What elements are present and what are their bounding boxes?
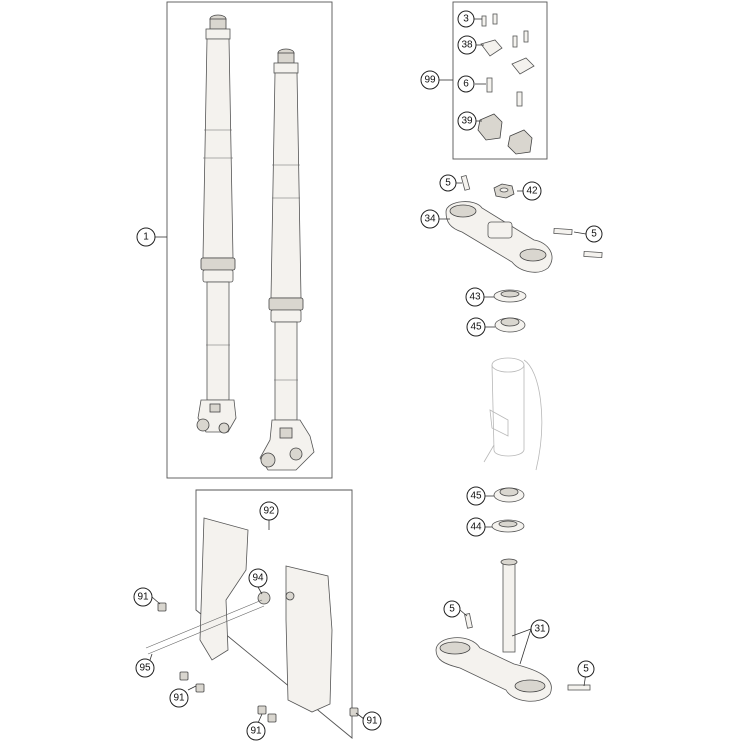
- svg-text:91: 91: [250, 726, 262, 737]
- svg-text:6: 6: [463, 79, 469, 90]
- callout-5-lower-left: 5: [443, 600, 461, 618]
- callout-92: 92: [259, 501, 279, 521]
- clamp-kit-parts: [477, 13, 535, 155]
- callout-95: 95: [135, 658, 155, 678]
- fork-guards: [145, 517, 333, 713]
- fork-guard-group-frame: [195, 489, 353, 739]
- svg-text:39: 39: [461, 116, 473, 127]
- callout-45-lower: 45: [466, 486, 486, 506]
- callout-42: 42: [522, 181, 542, 201]
- svg-text:44: 44: [470, 522, 482, 533]
- upper-triple-clamp: [445, 174, 603, 273]
- svg-text:34: 34: [424, 214, 436, 225]
- clamp-kit-frame: [452, 1, 548, 160]
- svg-text:5: 5: [583, 664, 589, 675]
- callout-91-middle-left: 91: [169, 688, 189, 708]
- callout-5-upper-left: 5: [439, 174, 457, 192]
- callout-38: 38: [457, 35, 477, 55]
- callout-3: 3: [457, 10, 475, 28]
- callout-94: 94: [248, 568, 268, 588]
- svg-text:92: 92: [263, 506, 275, 517]
- callout-44: 44: [466, 517, 486, 537]
- callout-34: 34: [420, 209, 440, 229]
- callout-91-bottom: 91: [246, 721, 266, 741]
- svg-text:5: 5: [445, 178, 451, 189]
- svg-text:42: 42: [526, 186, 538, 197]
- left-fork-leg: [196, 14, 237, 434]
- svg-text:94: 94: [252, 573, 264, 584]
- svg-text:5: 5: [591, 229, 597, 240]
- svg-text:1: 1: [143, 232, 149, 243]
- svg-text:45: 45: [470, 491, 482, 502]
- svg-text:5: 5: [449, 604, 455, 615]
- svg-text:3: 3: [463, 14, 469, 25]
- callout-6: 6: [457, 75, 475, 93]
- svg-text:99: 99: [424, 75, 436, 86]
- svg-text:91: 91: [173, 693, 185, 704]
- callout-99: 99: [420, 70, 440, 90]
- callout-39: 39: [457, 111, 477, 131]
- svg-text:91: 91: [137, 592, 149, 603]
- bearings-and-seals: [491, 289, 527, 533]
- lower-triple-clamp: [435, 558, 591, 702]
- svg-text:45: 45: [470, 322, 482, 333]
- svg-text:43: 43: [469, 292, 481, 303]
- callout-5-lower-right: 5: [577, 660, 595, 678]
- frame-head-tube-ghost: [483, 357, 543, 471]
- callout-1: 1: [136, 227, 156, 247]
- fork-group-frame: [166, 1, 333, 479]
- callout-5-upper-right: 5: [585, 225, 603, 243]
- callout-45-upper: 45: [466, 317, 486, 337]
- callout-43: 43: [465, 287, 485, 307]
- callout-91-left: 91: [133, 587, 153, 607]
- svg-text:38: 38: [461, 40, 473, 51]
- svg-text:31: 31: [534, 624, 546, 635]
- svg-text:91: 91: [366, 716, 378, 727]
- fasteners: [157, 602, 359, 723]
- callout-31: 31: [530, 619, 550, 639]
- right-fork-leg: [259, 48, 315, 471]
- svg-text:95: 95: [139, 663, 151, 674]
- callout-91-right: 91: [362, 711, 382, 731]
